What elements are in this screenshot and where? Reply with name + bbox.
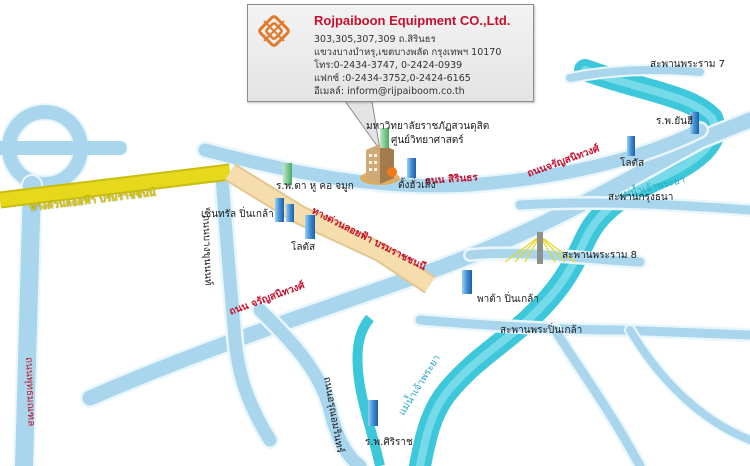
siriraj-hospital-building-icon <box>368 400 378 426</box>
yanhee-hospital-label: ร.พ.ยันฮี <box>656 116 694 127</box>
central-pinklao-building-icon <box>275 198 294 222</box>
company-address-line2: แขวงบางบำหรุ,เขตบางพลัด กรุงเทพฯ 10170 <box>314 47 502 58</box>
pata-pinklao-label: พาต้า ปิ่นเกล้า <box>477 294 539 305</box>
lotus-mid-label: โลตัส <box>291 242 316 253</box>
company-fax: แฟกซ์ :0-2434-3752,0-2424-6165 <box>314 73 471 84</box>
tang-hua-seng-label: ตั้งฮั่วเส็ง <box>398 180 436 191</box>
central-pinklao-label: เซ็นทรัล ปิ่นเกล้า <box>201 209 274 220</box>
university-sub-label: ศูนย์วิทยาศาสตร์ <box>391 135 464 146</box>
rama7-bridge-label: สะพานพระราม 7 <box>650 59 725 70</box>
company-building-icon[interactable] <box>360 144 400 185</box>
ent-hospital-building-icon <box>283 163 292 185</box>
lotus-mid-building-icon <box>305 215 315 239</box>
yanhee-hospital-building-icon <box>690 112 699 134</box>
borommaratchachonnani-expressway <box>0 163 436 294</box>
university-label: มหาวิทยาลัยราชภัฏสวนดุสิต <box>366 121 490 132</box>
company-info-callout: Rojpaiboon Equipment CO.,Ltd. 303,305,30… <box>247 4 534 102</box>
rojpaiboon-logo-icon <box>258 15 290 47</box>
left-vertical-road-label: ถนนพุทธมณฑล <box>23 356 37 427</box>
company-name: Rojpaiboon Equipment CO.,Ltd. <box>314 13 511 28</box>
siriraj-hospital-label: ร.พ.ศิริราช <box>365 437 413 448</box>
rama8-bridge-label: สะพานพระราม 8 <box>562 250 637 261</box>
lotus-top-label: โลตัส <box>620 158 645 169</box>
company-address-line1: 303,305,307,309 ถ.สิรินธร <box>314 34 436 45</box>
bangkhun-non-road-label: ถนนบางขุนนนท์ <box>200 214 214 286</box>
pata-pinklao-building-icon <box>462 270 472 294</box>
pinklao-bridge-label: สะพานพระปิ่นเกล้า <box>500 325 583 336</box>
krungthon-bridge-label: สะพานกรุงธนา <box>608 192 674 203</box>
company-phone: โทร:0-2434-3747, 0-2424-0939 <box>314 60 463 71</box>
university-building-icon <box>380 128 389 148</box>
ent-hospital-label: ร.พ.ตา หู คอ จมูก <box>276 181 354 192</box>
tang-hua-seng-building-icon <box>407 158 416 178</box>
rama8-bridge-icon <box>504 232 576 264</box>
company-email[interactable]: อีเมลล์: inform@rijpaiboom.co.th <box>314 86 465 97</box>
lotus-top-building-icon <box>627 136 635 156</box>
